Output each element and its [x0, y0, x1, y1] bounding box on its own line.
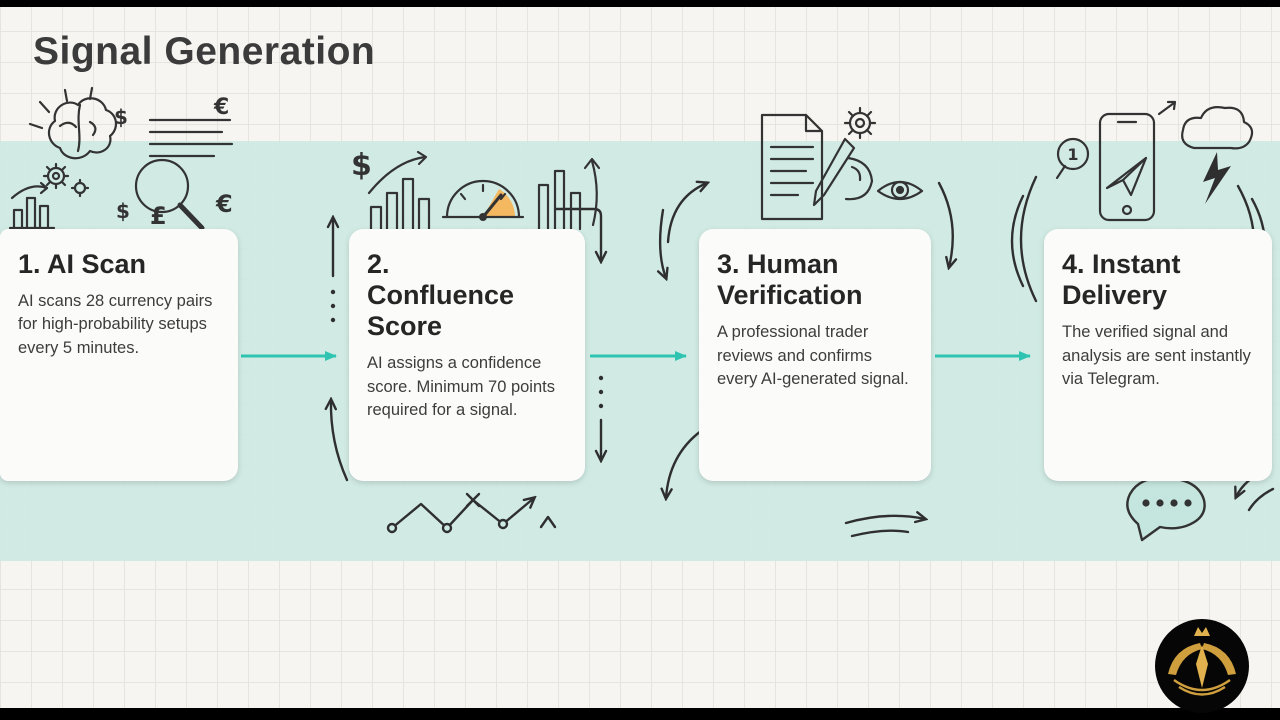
- eye-icon: [876, 180, 924, 201]
- currency-symbols: $ € $ £ €: [114, 95, 233, 230]
- pen-hand-icon: [812, 137, 874, 207]
- arrow-up-right-icon: [1157, 100, 1177, 116]
- brand-logo: [1154, 618, 1250, 714]
- smartphone-icon: [1098, 112, 1156, 222]
- storm-cloud-icon: [1181, 106, 1254, 150]
- rising-bars-icon: [537, 157, 601, 231]
- magnifier-icon: [134, 158, 205, 231]
- letterbox-bottom: [0, 708, 1280, 720]
- dollar-symbol: $: [114, 105, 128, 129]
- dollar-symbol: $: [351, 148, 372, 183]
- step1-icon-cluster: $ € $ £ €: [2, 86, 242, 236]
- step3-body: A professional trader reviews and confir…: [717, 323, 909, 388]
- step2-icon-cluster: $: [343, 133, 605, 239]
- mini-bar-chart-icon: [8, 181, 56, 230]
- gears-icon: [42, 162, 90, 198]
- doodle-arrows: [331, 175, 1275, 538]
- step1-heading: 1. AI Scan: [18, 249, 147, 279]
- gold-eagle-crest-icon: [1168, 627, 1236, 696]
- step-card-1: 1. AI Scan AI scans 28 currency pairs fo…: [0, 229, 238, 481]
- notification-bubble-icon: [1055, 137, 1090, 180]
- spark-lines-icon: [28, 86, 94, 130]
- paper-plane-icon: [1105, 156, 1148, 197]
- euro-symbol: €: [215, 190, 233, 218]
- dollar-symbol: $: [116, 199, 130, 223]
- chat-bubble-outline: [1126, 476, 1206, 542]
- bar-chart-icon: [363, 150, 435, 233]
- pound-symbol: £: [150, 202, 167, 230]
- lightning-bolt-icon: [1203, 152, 1231, 204]
- gear-icon: [843, 106, 877, 140]
- step1-body: AI scans 28 currency pairs for high-prob…: [18, 292, 213, 357]
- report-lines-icon: [148, 118, 234, 158]
- step-card-3: 3. Human Verification A professional tra…: [699, 229, 931, 481]
- step-card-4: 4. Instant Delivery The verified signal …: [1044, 229, 1272, 481]
- step2-heading: 2. Confluence Score: [367, 249, 515, 342]
- step4-body: The verified signal and analysis are sen…: [1062, 323, 1251, 388]
- step3-heading: 3. Human Verification: [717, 249, 863, 311]
- step4-icon-cluster: 1: [1043, 96, 1261, 238]
- chat-dots-bubble: [1116, 472, 1216, 552]
- gauge-icon: [441, 179, 525, 221]
- letterbox-top: [0, 0, 1280, 7]
- euro-symbol: €: [213, 95, 229, 120]
- step4-heading: 4. Instant Delivery: [1062, 249, 1181, 311]
- step-card-2: 2. Confluence Score AI assigns a confide…: [349, 229, 585, 481]
- notification-count: 1: [1067, 145, 1078, 164]
- document-icon: [760, 113, 824, 221]
- chat-dots-icon: [1142, 499, 1192, 507]
- step2-body: AI assigns a confidence score. Minimum 7…: [367, 354, 555, 419]
- page-title: Signal Generation: [33, 30, 376, 73]
- brain-icon: [47, 97, 117, 160]
- step3-icon-cluster: [748, 103, 943, 238]
